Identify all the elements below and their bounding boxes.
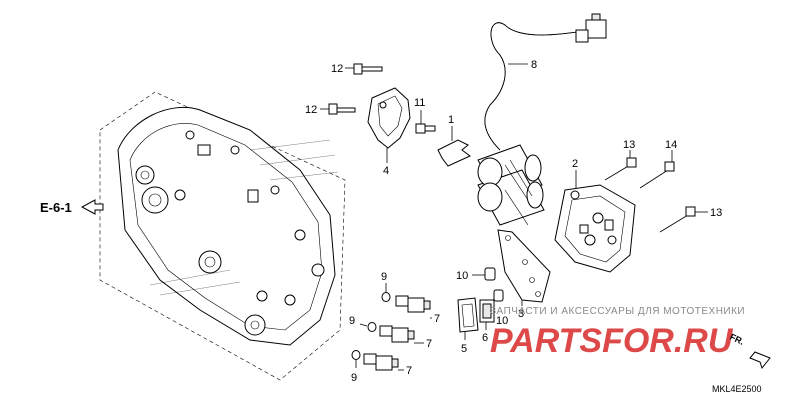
callout-12-upper: 12 — [331, 63, 343, 75]
callout-7-lower: 7 — [406, 365, 412, 377]
callout-2: 2 — [572, 158, 578, 170]
callout-7-middle: 7 — [426, 338, 432, 350]
callout-8: 8 — [531, 59, 537, 71]
callout-9-lower: 9 — [351, 372, 357, 384]
callout-6: 6 — [482, 332, 488, 344]
callout-11: 11 — [414, 97, 425, 109]
switch-7-middle — [379, 325, 415, 343]
callout-7-upper: 7 — [434, 313, 440, 325]
watermark-logo: PARTSFOR.RU — [490, 322, 734, 360]
plate-3 — [497, 229, 551, 303]
callout-13-upper: 13 — [623, 139, 635, 151]
solenoid-valves — [477, 144, 545, 226]
bolt-14 — [639, 161, 675, 189]
callout-9-middle: 9 — [349, 315, 355, 327]
control-body-2 — [554, 184, 636, 273]
side-cover-assembly — [117, 106, 339, 346]
assembly-boundary — [99, 91, 346, 381]
dowel-10-lower — [493, 289, 504, 302]
callout-14: 14 — [665, 139, 677, 151]
bolt-11 — [415, 123, 436, 134]
bolt-13-lower — [659, 206, 696, 233]
callout-3: 3 — [518, 308, 524, 320]
callout-12-lower: 12 — [305, 104, 317, 116]
watermark-text: ЗАПЧАСТИ И АКСЕССУАРЫ ДЛЯ МОТОТЕХНИКИ — [490, 306, 745, 317]
switch-7-upper — [395, 295, 431, 313]
callout-9-upper: 9 — [381, 271, 387, 283]
reference-arrow — [80, 199, 104, 215]
o-ring-9-lower — [351, 350, 361, 360]
clip-1 — [437, 139, 471, 167]
diagram-code: MKL4E2500 — [712, 384, 762, 394]
callout-13-lower: 13 — [710, 207, 722, 219]
callout-1: 1 — [448, 114, 454, 126]
front-direction-arrow — [749, 351, 771, 370]
filter-6 — [479, 299, 495, 323]
o-ring-9-middle — [367, 322, 377, 332]
bracket-4 — [367, 87, 411, 149]
o-ring-9-upper — [381, 292, 391, 302]
callout-10-lower: 10 — [496, 315, 508, 327]
callout-4: 4 — [383, 165, 389, 177]
gasket-5 — [457, 297, 479, 333]
switch-7-lower — [363, 353, 399, 371]
bolt-12-lower — [328, 103, 356, 115]
reference-label: E-6-1 — [40, 200, 72, 215]
dowel-10-upper — [484, 267, 496, 281]
bolt-13-upper — [604, 157, 637, 181]
harness-8 — [484, 13, 607, 151]
callout-5: 5 — [461, 343, 467, 355]
bolt-12-upper — [353, 63, 383, 75]
callout-10-upper: 10 — [456, 270, 468, 282]
